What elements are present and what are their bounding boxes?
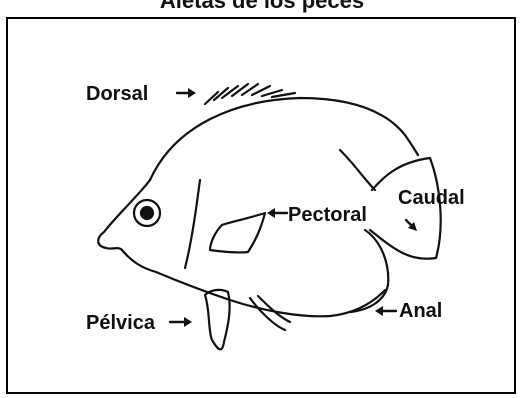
label-pelvica: Pélvica [86, 313, 155, 333]
pelvica-arrow [170, 317, 192, 327]
pectoral-arrow [267, 208, 287, 218]
fish-lower-jaw [122, 250, 156, 272]
label-pectoral: Pectoral [288, 205, 367, 225]
label-anal: Anal [399, 301, 442, 321]
gill-line [185, 180, 200, 268]
pectoral-fin [210, 213, 265, 252]
fish-back-outline [150, 98, 418, 180]
label-dorsal: Dorsal [86, 84, 148, 104]
body-stripe [340, 150, 375, 190]
eye-pupil [141, 207, 153, 219]
anal-arrow [375, 306, 396, 316]
anal-fin [250, 230, 388, 330]
dorsal-fin [205, 84, 295, 104]
fish-belly-outline [156, 272, 385, 316]
caudal-arrow [406, 220, 417, 231]
label-caudal: Caudal [398, 188, 465, 208]
dorsal-arrow [177, 88, 196, 98]
